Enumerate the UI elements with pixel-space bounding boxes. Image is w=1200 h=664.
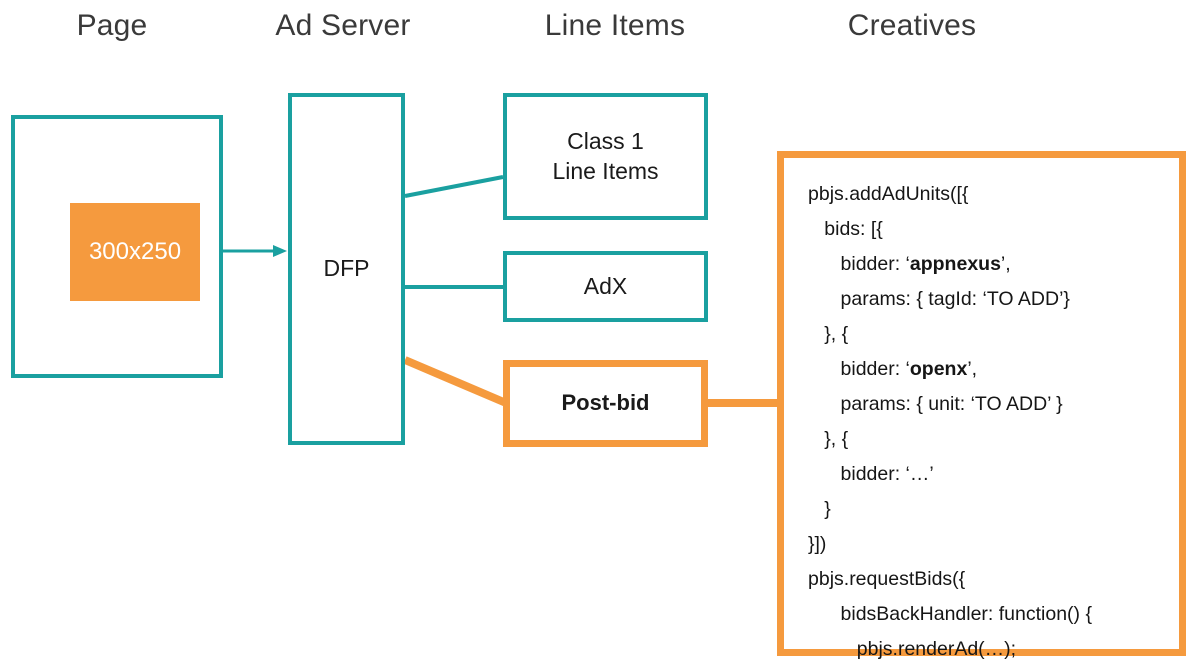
connector-dfp-to-postbid bbox=[403, 356, 508, 407]
code-line: } bbox=[824, 498, 831, 520]
prebid-code-snippet: pbjs.addAdUnits([{ bids: [{ bidder: ‘app… bbox=[808, 177, 1092, 664]
code-line: params: { unit: ‘TO ADD’ } bbox=[840, 393, 1063, 415]
creative-slot-300x250[interactable]: 300x250 bbox=[70, 203, 200, 301]
class1-line-items-label-line1: Class 1 bbox=[567, 127, 644, 154]
connector-dfp-to-class1 bbox=[404, 175, 504, 198]
code-bidder-name: openx bbox=[909, 358, 968, 380]
code-line: bids: [{ bbox=[824, 218, 883, 240]
dfp-label: DFP bbox=[323, 255, 370, 282]
code-bidder-name: appnexus bbox=[909, 253, 1001, 275]
code-line: bidder: ‘…’ bbox=[840, 463, 934, 485]
class1-line-items-label: Class 1 Line Items bbox=[552, 127, 658, 187]
post-bid-label: Post-bid bbox=[561, 390, 650, 416]
code-line: pbjs.addAdUnits([{ bbox=[808, 183, 969, 205]
class1-line-items-box[interactable]: Class 1 Line Items bbox=[503, 93, 708, 220]
adx-box[interactable]: AdX bbox=[503, 251, 708, 322]
creative-code-panel[interactable]: pbjs.addAdUnits([{ bids: [{ bidder: ‘app… bbox=[777, 151, 1186, 660]
code-line: pbjs.renderAd(…); bbox=[856, 638, 1017, 660]
creative-slot-label: 300x250 bbox=[88, 238, 182, 266]
dfp-box[interactable]: DFP bbox=[288, 93, 405, 445]
column-header-creatives: Creatives bbox=[847, 9, 977, 42]
column-header-page: Page bbox=[76, 9, 148, 42]
column-header-ad-server: Ad Server bbox=[275, 9, 411, 42]
code-line: bidsBackHandler: function() { bbox=[840, 603, 1092, 625]
code-line: params: { tagId: ‘TO ADD’} bbox=[840, 288, 1070, 310]
code-line: pbjs.requestBids({ bbox=[808, 568, 966, 590]
code-line: }, { bbox=[824, 323, 849, 345]
adx-label: AdX bbox=[583, 272, 628, 299]
code-line: }, { bbox=[824, 428, 849, 450]
code-line: bidder: ‘openx’, bbox=[840, 358, 978, 380]
code-line: bidder: ‘appnexus’, bbox=[840, 253, 1011, 275]
post-bid-box[interactable]: Post-bid bbox=[503, 360, 708, 447]
column-header-line-items: Line Items bbox=[544, 9, 686, 42]
class1-line-items-label-line2: Line Items bbox=[552, 157, 659, 184]
arrowhead-creative-to-dfp bbox=[273, 245, 287, 257]
code-line: }]) bbox=[808, 533, 827, 555]
